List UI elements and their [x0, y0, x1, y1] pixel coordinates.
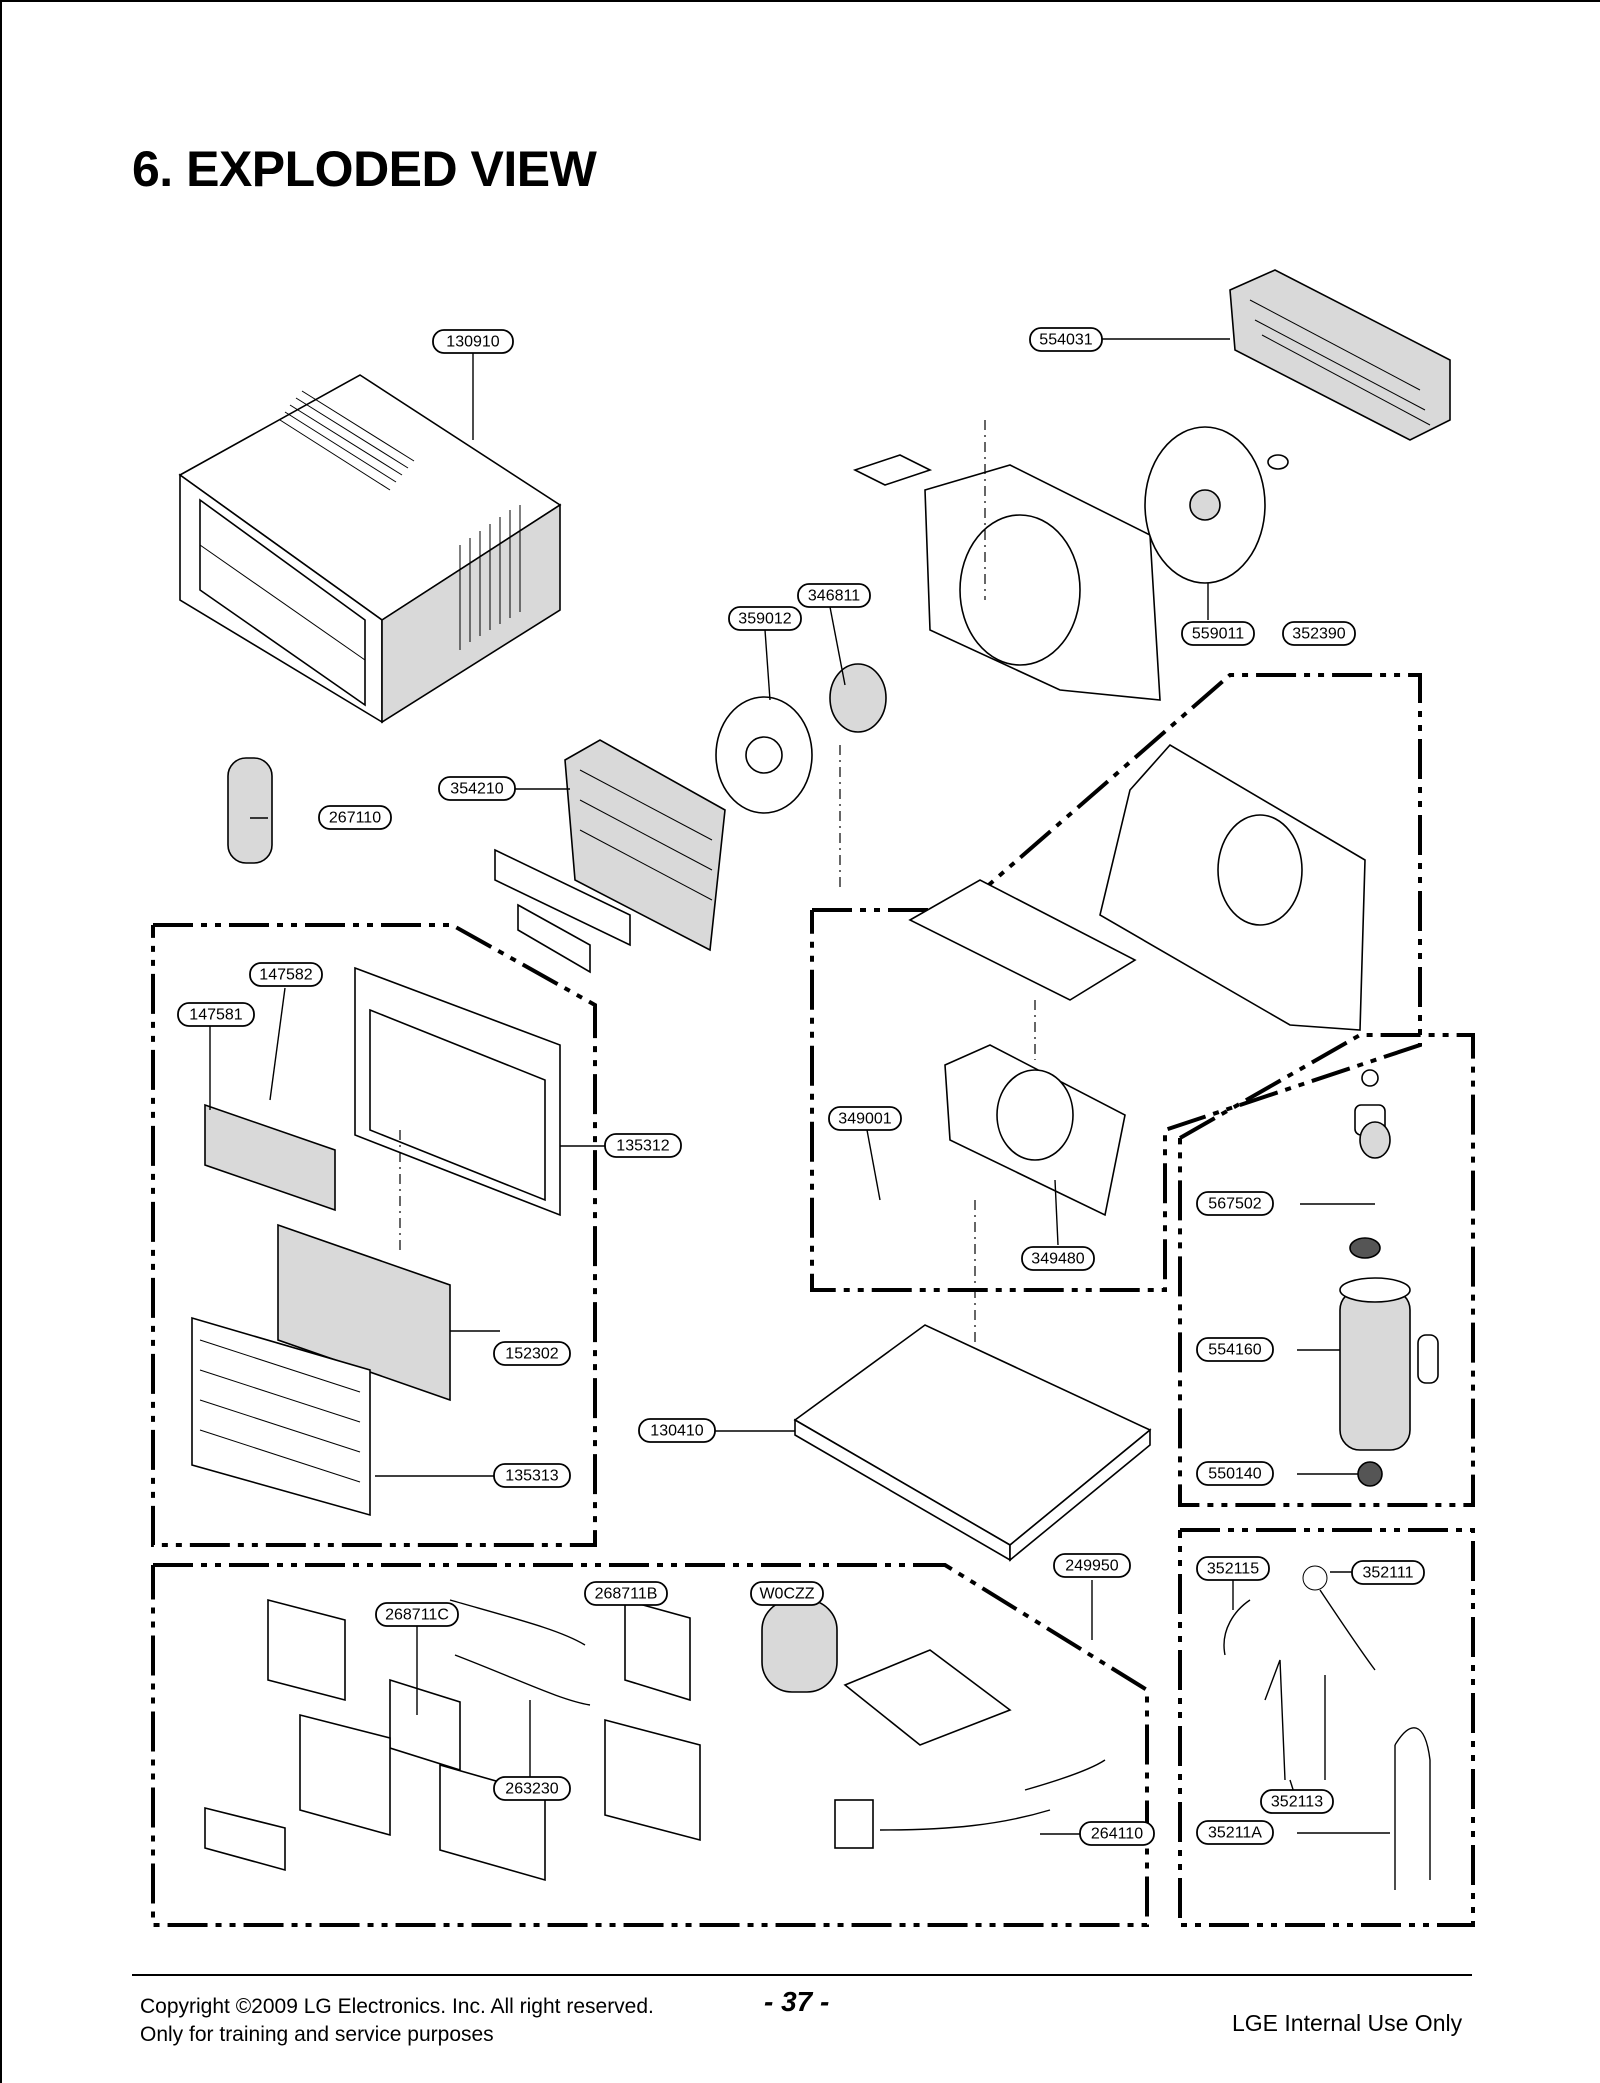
callout-147582: 147582 — [249, 962, 323, 987]
callout-label: 352111 — [1362, 1565, 1413, 1582]
callout-352115: 352115 — [1196, 1556, 1270, 1581]
callout-130910: 130910 — [432, 329, 514, 354]
callout-label: 130910 — [446, 334, 499, 351]
callout-349480: 349480 — [1021, 1246, 1095, 1271]
front-panel-part — [191, 966, 561, 1517]
callout-label: 130410 — [650, 1423, 703, 1440]
tubing-parts — [1223, 1565, 1431, 1890]
callout-label: 554160 — [1208, 1342, 1261, 1359]
callout-label: 264110 — [1091, 1826, 1143, 1843]
callout-label: 352390 — [1292, 626, 1345, 643]
callout-354210: 354210 — [438, 776, 516, 801]
group-electrical — [151, 1563, 1149, 1927]
group-front-grille — [151, 923, 597, 1547]
page-border-top — [0, 0, 1600, 2]
callout-label: 35211A — [1208, 1825, 1262, 1842]
callout-label: 135313 — [505, 1468, 558, 1485]
callout-label: 349480 — [1031, 1251, 1084, 1268]
callout-label: 249950 — [1065, 1558, 1118, 1575]
callout-352390: 352390 — [1282, 621, 1356, 646]
callout-135313: 135313 — [493, 1463, 571, 1488]
callout-label: 354210 — [450, 781, 503, 798]
group-tubing — [1178, 1528, 1475, 1927]
callout-249950: 249950 — [1053, 1553, 1131, 1578]
callout-35211A: 35211A — [1196, 1820, 1274, 1845]
motor-part — [715, 663, 887, 814]
cabinet-vents — [279, 390, 521, 650]
remote-control-part — [227, 757, 273, 864]
group-outlines — [151, 673, 1475, 1927]
callout-135312: 135312 — [604, 1133, 682, 1158]
callout-label: 268711B — [595, 1586, 658, 1603]
callout-352111: 352111 — [1351, 1560, 1425, 1585]
callout-label: 359012 — [738, 611, 791, 628]
callout-label: 554031 — [1039, 332, 1092, 349]
assembly-guides — [399, 420, 1036, 1345]
callout-268711C: 268711C — [375, 1602, 459, 1627]
callout-label: 263230 — [505, 1781, 558, 1798]
callout-352113: 352113 — [1260, 1789, 1334, 1814]
callout-label: 268711C — [385, 1607, 449, 1624]
callout-label: 352113 — [1271, 1794, 1323, 1811]
group-compressor — [1178, 1033, 1475, 1507]
footer-copyright: Copyright ©2009 LG Electronics. Inc. All… — [140, 1995, 654, 2018]
callouts: 130910 554031 346811 359012 559011 35239… — [177, 327, 1425, 1846]
callout-label: 559011 — [1192, 626, 1244, 643]
leader-lines — [209, 338, 1390, 1835]
callout-554160: 554160 — [1196, 1337, 1274, 1362]
callout-label: 152302 — [505, 1346, 558, 1363]
page-title: 6. EXPLODED VIEW — [132, 141, 597, 197]
callout-label: 346811 — [808, 588, 860, 605]
footer-internal-use: LGE Internal Use Only — [1232, 2010, 1463, 2036]
condenser-part — [1229, 269, 1451, 441]
callout-550140: 550140 — [1196, 1461, 1274, 1486]
callout-label: W0CZZ — [759, 1586, 814, 1603]
callout-263230: 263230 — [493, 1776, 571, 1801]
page-number: - 37 - — [764, 1986, 830, 2017]
footer-divider — [132, 1974, 1472, 1976]
cabinet-part — [178, 374, 562, 724]
callout-567502: 567502 — [1196, 1191, 1274, 1216]
callout-label: 147581 — [189, 1007, 242, 1024]
base-pan-part — [793, 1324, 1152, 1562]
fan-part — [1144, 426, 1289, 584]
callout-label: 550140 — [1208, 1466, 1261, 1483]
footer-copyright-block: Copyright ©2009 LG Electronics. Inc. All… — [140, 1993, 654, 2049]
callout-147581: 147581 — [177, 1002, 255, 1027]
compressor-part — [1339, 1069, 1439, 1487]
footer-purpose: Only for training and service purposes — [140, 2023, 494, 2046]
callout-359012: 359012 — [728, 606, 802, 631]
callout-346811: 346811 — [797, 583, 871, 608]
callout-349001: 349001 — [828, 1106, 902, 1131]
page-border-left — [0, 0, 2, 2083]
evaporator-part — [494, 739, 726, 974]
callout-130410: 130410 — [638, 1418, 716, 1443]
callout-label: 135312 — [616, 1138, 669, 1155]
blower-housing-part — [908, 743, 1366, 1217]
callout-label: 352115 — [1207, 1561, 1259, 1578]
callout-554031: 554031 — [1029, 327, 1103, 352]
callout-559011: 559011 — [1181, 621, 1255, 646]
callout-W0CZZ: W0CZZ — [750, 1581, 824, 1606]
electrical-parts — [204, 1598, 1106, 1882]
shroud-part — [852, 454, 1161, 701]
group-blower-assembly — [810, 673, 1422, 1292]
callout-267110: 267110 — [318, 805, 392, 830]
callout-264110: 264110 — [1079, 1821, 1155, 1846]
callout-268711B: 268711B — [584, 1581, 668, 1606]
callout-152302: 152302 — [493, 1341, 571, 1366]
callout-label: 567502 — [1208, 1196, 1261, 1213]
callout-label: 147582 — [259, 967, 312, 984]
callout-label: 267110 — [329, 810, 381, 827]
callout-label: 349001 — [838, 1111, 891, 1128]
